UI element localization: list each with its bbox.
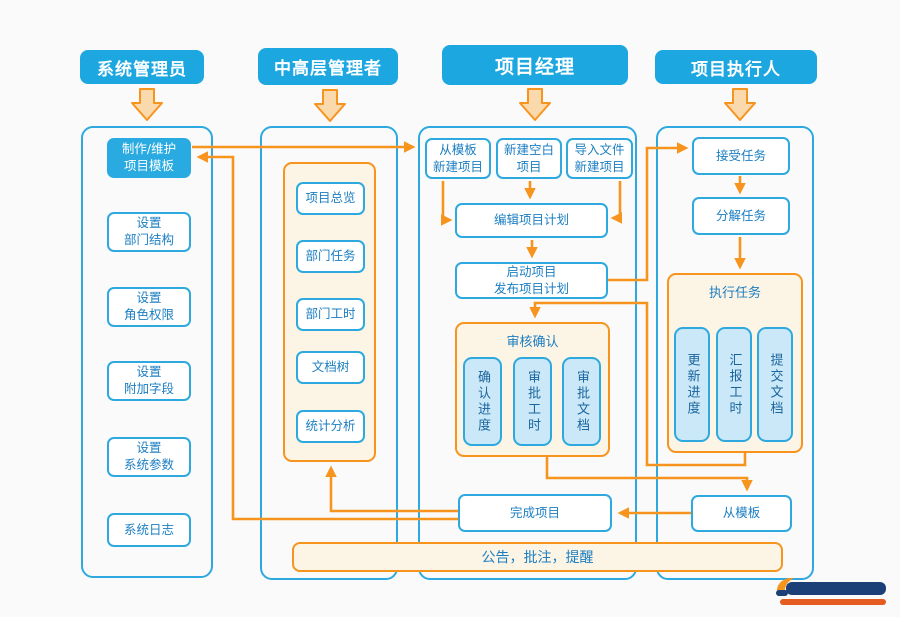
node-decompose-task-label: 分解任务	[715, 207, 766, 223]
node-edit-project-plan-label: 编辑项目计划	[493, 212, 569, 228]
node-statistics-analysis: 统计分析	[296, 410, 365, 443]
node-new-blank-project-label: 新建空白 项目	[503, 141, 554, 174]
node-set-extra-fields-label: 设置 附加字段	[123, 364, 174, 396]
node-submit-documents-label: 提交文档	[767, 352, 783, 417]
node-set-role-permission: 设置 角色权限	[107, 287, 191, 327]
node-launch-project: 启动项目 发布项目计划	[455, 262, 608, 299]
node-update-progress-label: 更新进度	[684, 352, 700, 417]
node-dept-tasks-label: 部门任务	[305, 248, 356, 264]
node-approve-hours: 审批工时	[513, 357, 552, 446]
node-dept-tasks: 部门任务	[296, 240, 365, 273]
node-from-template-label: 从模板	[722, 505, 761, 521]
node-decompose-task: 分解任务	[692, 197, 790, 235]
header-senior-manager-label: 中高层管理者	[274, 59, 382, 79]
node-new-from-import-label: 导入文件 新建项目	[574, 141, 625, 174]
node-report-hours-label: 汇报工时	[726, 352, 742, 417]
node-set-system-params: 设置 系统参数	[107, 437, 191, 477]
node-make-maintain-template-label: 制作/维护 项目模板	[121, 141, 177, 173]
brand-logo-icon	[776, 577, 886, 605]
node-make-maintain-template: 制作/维护 项目模板	[107, 138, 191, 178]
node-finish-project-label: 完成项目	[509, 504, 560, 520]
node-system-log-label: 系统日志	[123, 521, 174, 537]
node-new-blank-project: 新建空白 项目	[496, 138, 562, 179]
node-from-template: 从模板	[691, 495, 792, 532]
node-update-progress: 更新进度	[674, 327, 710, 442]
lane-system-admin	[81, 126, 213, 578]
group-execute-task-title: 执行任务	[708, 286, 761, 301]
node-new-from-template-label: 从模板 新建项目	[432, 141, 483, 174]
down-arrow-icon	[519, 88, 551, 121]
down-arrow-icon	[314, 89, 346, 122]
node-statistics-analysis-label: 统计分析	[305, 418, 356, 434]
header-senior-manager: 中高层管理者	[258, 48, 398, 85]
header-system-admin: 系统管理员	[80, 50, 204, 84]
node-accept-task: 接受任务	[692, 137, 790, 175]
header-project-executor: 项目执行人	[655, 50, 817, 84]
node-approve-documents-label: 审批文档	[574, 369, 589, 434]
header-project-manager: 项目经理	[442, 45, 628, 85]
header-project-executor-label: 项目执行人	[691, 59, 781, 80]
down-arrow-icon	[724, 88, 756, 121]
down-arrow-icon	[131, 88, 163, 121]
header-project-manager-label: 项目经理	[494, 55, 575, 78]
node-document-tree: 文档树	[296, 351, 365, 384]
node-accept-task-label: 接受任务	[715, 147, 766, 163]
node-approve-hours-label: 审批工时	[525, 369, 540, 434]
node-dept-hours-label: 部门工时	[305, 306, 356, 322]
node-report-hours: 汇报工时	[716, 327, 752, 442]
node-set-extra-fields: 设置 附加字段	[107, 361, 191, 401]
node-set-dept-structure: 设置 部门结构	[107, 212, 191, 252]
node-project-overview-label: 项目总览	[305, 190, 356, 206]
node-project-overview: 项目总览	[296, 182, 365, 215]
node-confirm-progress: 确认进度	[463, 357, 502, 446]
node-new-from-template: 从模板 新建项目	[425, 138, 491, 179]
node-set-role-permission-label: 设置 角色权限	[123, 290, 174, 322]
node-dept-hours: 部门工时	[296, 298, 365, 331]
node-edit-project-plan: 编辑项目计划	[455, 203, 608, 238]
node-confirm-progress-label: 确认进度	[475, 369, 490, 434]
group-review-confirm-title: 审核确认	[506, 335, 559, 350]
notice-bar-label: 公告，批注，提醒	[481, 550, 594, 566]
header-system-admin-label: 系统管理员	[97, 59, 187, 80]
node-system-log: 系统日志	[107, 513, 191, 547]
node-finish-project: 完成项目	[458, 494, 612, 532]
notice-bar: 公告，批注，提醒	[292, 542, 783, 572]
node-launch-project-label: 启动项目 发布项目计划	[493, 263, 569, 296]
node-approve-documents: 审批文档	[562, 357, 601, 446]
node-new-from-import: 导入文件 新建项目	[566, 138, 633, 179]
node-submit-documents: 提交文档	[757, 327, 793, 442]
node-set-dept-structure-label: 设置 部门结构	[123, 215, 174, 247]
node-set-system-params-label: 设置 系统参数	[123, 440, 174, 472]
node-document-tree-label: 文档树	[311, 359, 350, 375]
